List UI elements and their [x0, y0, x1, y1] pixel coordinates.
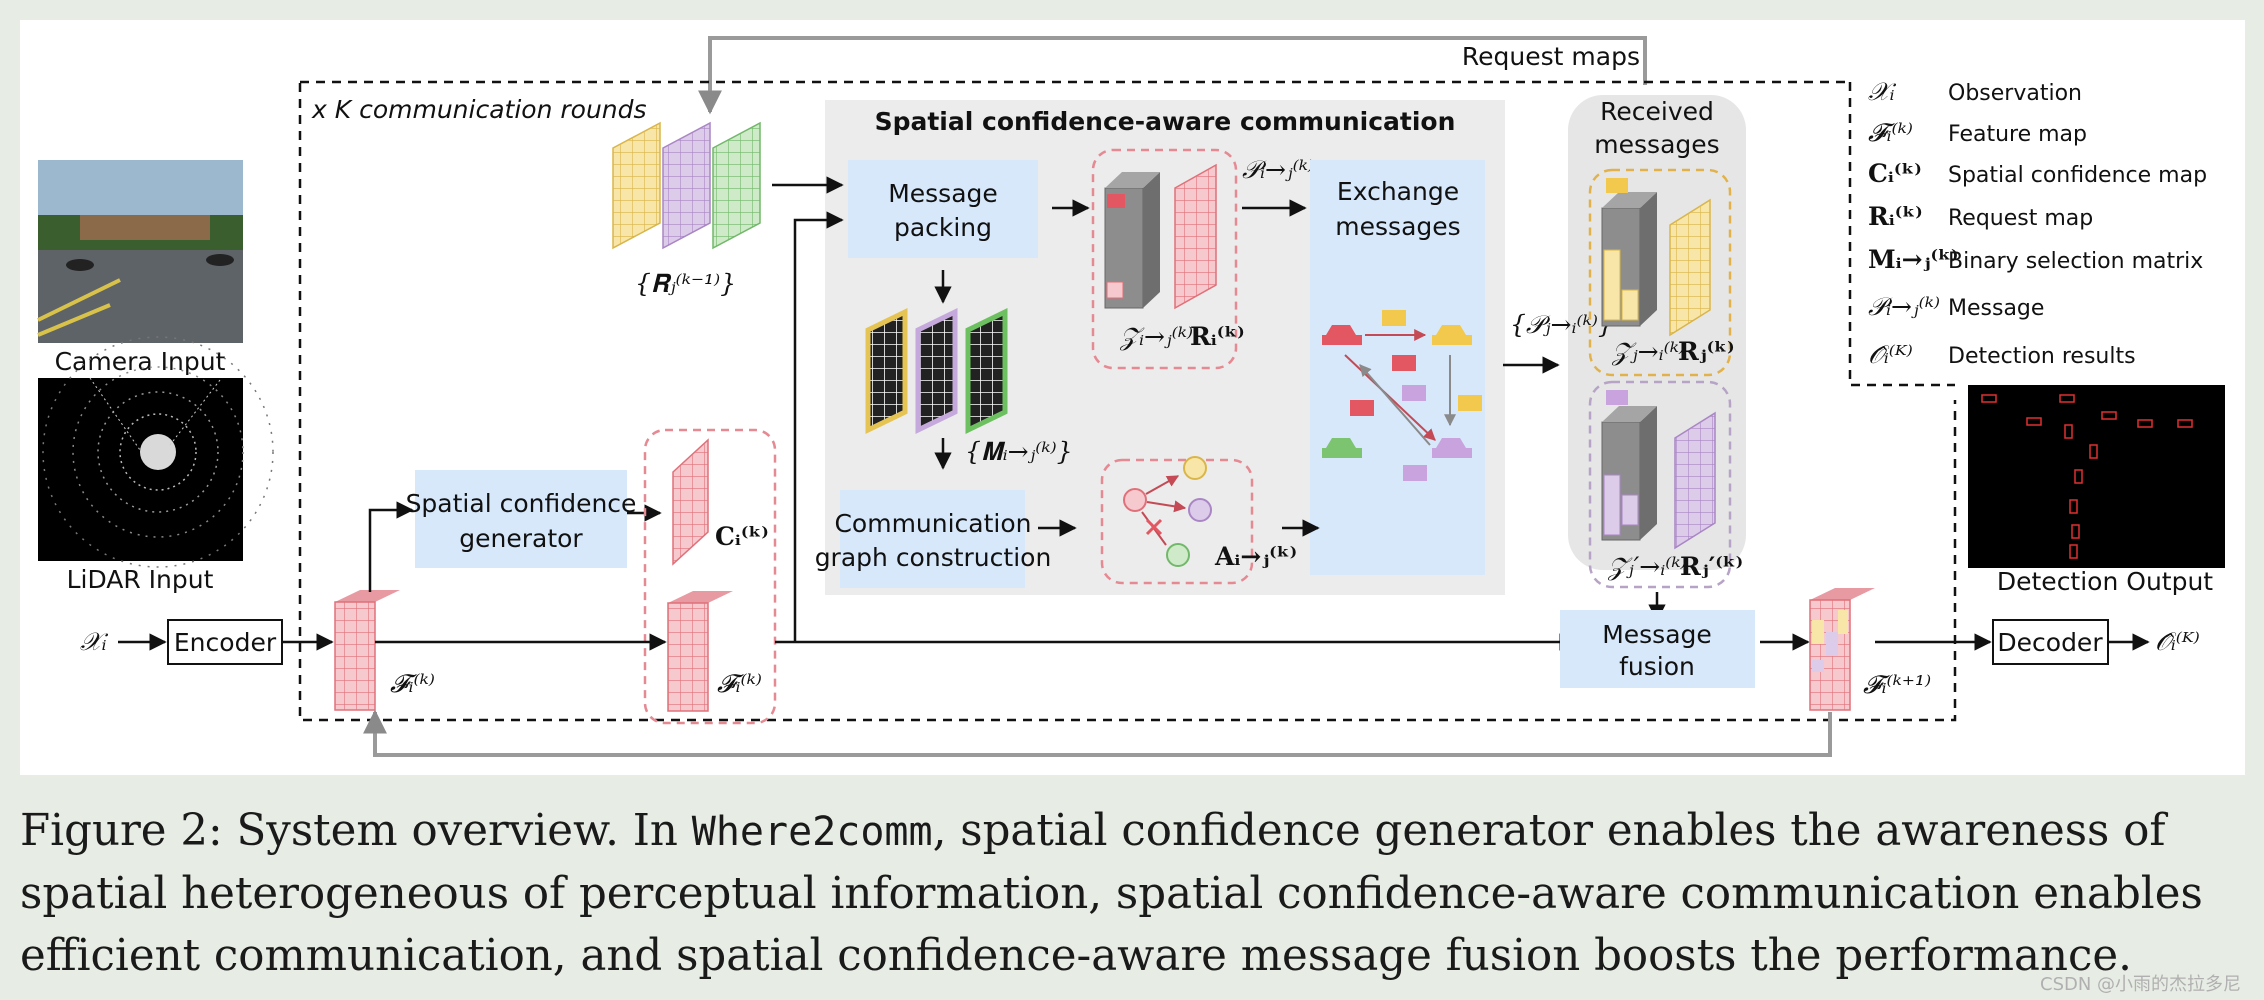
encoder-label: Encoder: [174, 628, 277, 657]
legend-mask: [1850, 40, 2245, 400]
exchange-label-2: messages: [1335, 212, 1460, 241]
legend-item: 𝐑ᵢ⁽ᵏ⁾ Request map: [1868, 202, 2093, 231]
legend-text: Detection results: [1948, 344, 2136, 369]
legend-symbol: 𝐂ᵢ⁽ᵏ⁾: [1868, 159, 1922, 188]
legend-symbol: 𝒫ᵢ→ⱼ⁽ᵏ⁾: [1868, 292, 1940, 321]
legend-text: Observation: [1948, 81, 2082, 106]
legend-symbol: 𝒪̂ᵢ⁽ᴷ⁾: [1868, 340, 1913, 369]
graph-label-1: Communication: [834, 509, 1031, 538]
confidence-map-label: 𝐂ᵢ⁽ᵏ⁾: [715, 522, 769, 551]
legend: 𝒳ᵢ Observation 𝓕ᵢ⁽ᵏ⁾ Feature map 𝐂ᵢ⁽ᵏ⁾ S…: [1868, 77, 2207, 369]
k-rounds-label: x K communication rounds: [311, 95, 647, 124]
figure: Request maps x K communication rounds Sp…: [20, 20, 2245, 775]
legend-symbol: 𝐑ᵢ⁽ᵏ⁾: [1868, 202, 1923, 231]
detection-output-image: [1968, 385, 2225, 568]
received-request-jp: [1674, 411, 1716, 550]
received-cube-j: [1601, 178, 1657, 327]
packed-message-group: [1091, 148, 1238, 370]
scg-label-2: generator: [459, 524, 583, 553]
binary-selection-matrices: [865, 308, 1008, 434]
camera-label: Camera Input: [55, 347, 226, 376]
request-maps-prev-label: {𝐑ⱼ⁽ᵏ⁻¹⁾}: [635, 269, 736, 298]
message-packing-box: [848, 160, 1038, 258]
message-pij-label: 𝒫ᵢ→ⱼ⁽ᵏ⁾: [1242, 155, 1314, 184]
feature-map-copy-label: 𝓕ᵢ⁽ᵏ⁾: [717, 669, 762, 698]
encoder-box: [167, 619, 283, 665]
legend-item: 𝐌ᵢ→ⱼ⁽ᵏ⁾ Binary selection matrix: [1868, 245, 2203, 274]
received-label-2: messages: [1594, 130, 1719, 159]
detection-output-label: Detection Output: [1997, 567, 2213, 596]
legend-text: Request map: [1948, 206, 2093, 231]
legend-text: Binary selection matrix: [1948, 249, 2203, 274]
system-overview-diagram: Request maps x K communication rounds Sp…: [37, 36, 2245, 757]
communication-graph: [1123, 456, 1212, 567]
message-packing-label-2: packing: [894, 213, 992, 242]
packed-message-cube: [1104, 172, 1160, 309]
caption-label: Figure 2: System overview. In: [20, 806, 692, 856]
received-group-jp: [1588, 380, 1732, 589]
lidar-label: LiDAR Input: [67, 565, 214, 594]
feature-map-fi: [334, 590, 400, 711]
graph-aij-label: 𝐀ᵢ→ⱼ⁽ᵏ⁾: [1214, 542, 1297, 571]
request-maps-prev: [612, 121, 761, 250]
received-cube-jp: [1601, 390, 1657, 541]
camera-image: [37, 160, 243, 343]
request-maps-label: Request maps: [1462, 42, 1640, 71]
request-maps-loop: Request maps: [698, 36, 1647, 115]
exchange-agents: [1322, 310, 1482, 481]
graph-construction-box: [840, 490, 1025, 588]
scg-box: [415, 470, 627, 568]
sca-title: Spatial confidence-aware communication: [875, 107, 1456, 136]
received-rj-label: 𝐑ⱼ⁽ᵏ⁾: [1678, 337, 1735, 366]
legend-text: Spatial confidence map: [1948, 163, 2207, 188]
decoder-label: Decoder: [1997, 628, 2103, 657]
received-pji-label: {𝒫ⱼ→ᵢ⁽ᵏ⁾}: [1510, 310, 1614, 339]
received-zji-label: 𝒵ⱼ→ᵢ⁽ᵏ⁾: [1611, 337, 1685, 366]
legend-text: Message: [1948, 296, 2044, 321]
binary-selection-label: {𝐌ᵢ→ⱼ⁽ᵏ⁾}: [965, 437, 1073, 466]
legend-item: 𝒪̂ᵢ⁽ᴷ⁾ Detection results: [1868, 340, 2136, 369]
input-x-i: 𝒳ᵢ: [80, 627, 109, 656]
received-group-j: [1588, 168, 1732, 377]
received-zjpi-label: 𝒵ⱼ′→ᵢ⁽ᵏ⁾: [1607, 552, 1687, 581]
fused-feature-map: [1809, 588, 1875, 711]
received-label-1: Received: [1600, 97, 1714, 126]
caption-code: Where2comm: [691, 809, 933, 855]
legend-text: Feature map: [1948, 122, 2087, 147]
graph-group: [1100, 458, 1254, 585]
fusion-label-2: fusion: [1619, 652, 1695, 681]
request-map-ri: [1174, 163, 1217, 310]
decoder-box: [1992, 619, 2109, 665]
legend-item: 𝓕ᵢ⁽ᵏ⁾ Feature map: [1868, 118, 2087, 147]
graph-label-2: graph construction: [815, 543, 1052, 572]
legend-symbol: 𝓕ᵢ⁽ᵏ⁾: [1868, 118, 1913, 147]
message-packing-label-1: Message: [888, 179, 998, 208]
feature-map-fi-label: 𝓕ᵢ⁽ᵏ⁾: [390, 669, 435, 698]
confidence-map: [672, 438, 709, 566]
k-rounds-region: [298, 80, 1957, 722]
packed-message-label: 𝒵ᵢ→ⱼ⁽ᵏ⁾: [1119, 322, 1193, 351]
lidar-image: [38, 336, 274, 568]
received-request-j: [1669, 198, 1711, 337]
scg-label-1: Spatial confidence: [406, 489, 637, 518]
received-rjp-label: 𝐑ⱼ′⁽ᵏ⁾: [1680, 552, 1743, 581]
watermark: CSDN @小雨的杰拉多尼: [2040, 974, 2242, 995]
conf-feature-group: [643, 428, 777, 725]
output-o-label: 𝒪̂ᵢ⁽ᴷ⁾: [2155, 627, 2200, 656]
feature-map-copy: [667, 591, 733, 712]
message-fusion-box: [1560, 610, 1755, 688]
legend-symbol: 𝐌ᵢ→ⱼ⁽ᵏ⁾: [1868, 245, 1958, 274]
request-map-ri-label: 𝐑ᵢ⁽ᵏ⁾: [1190, 322, 1245, 351]
figure-caption: Figure 2: System overview. In Where2comm…: [20, 800, 2250, 987]
fused-feature-map-label: 𝓕ᵢ⁽ᵏ⁺¹⁾: [1863, 670, 1931, 699]
caption-text: , spatial confidence generator enables t…: [20, 806, 2203, 981]
legend-item: 𝐂ᵢ⁽ᵏ⁾ Spatial confidence map: [1868, 159, 2207, 188]
legend-item: 𝒫ᵢ→ⱼ⁽ᵏ⁾ Message: [1868, 292, 2044, 321]
legend-item: 𝒳ᵢ Observation: [1868, 77, 2082, 106]
fusion-label-1: Message: [1602, 620, 1712, 649]
exchange-label-1: Exchange: [1337, 177, 1459, 206]
legend-symbol: 𝒳ᵢ: [1868, 77, 1897, 106]
